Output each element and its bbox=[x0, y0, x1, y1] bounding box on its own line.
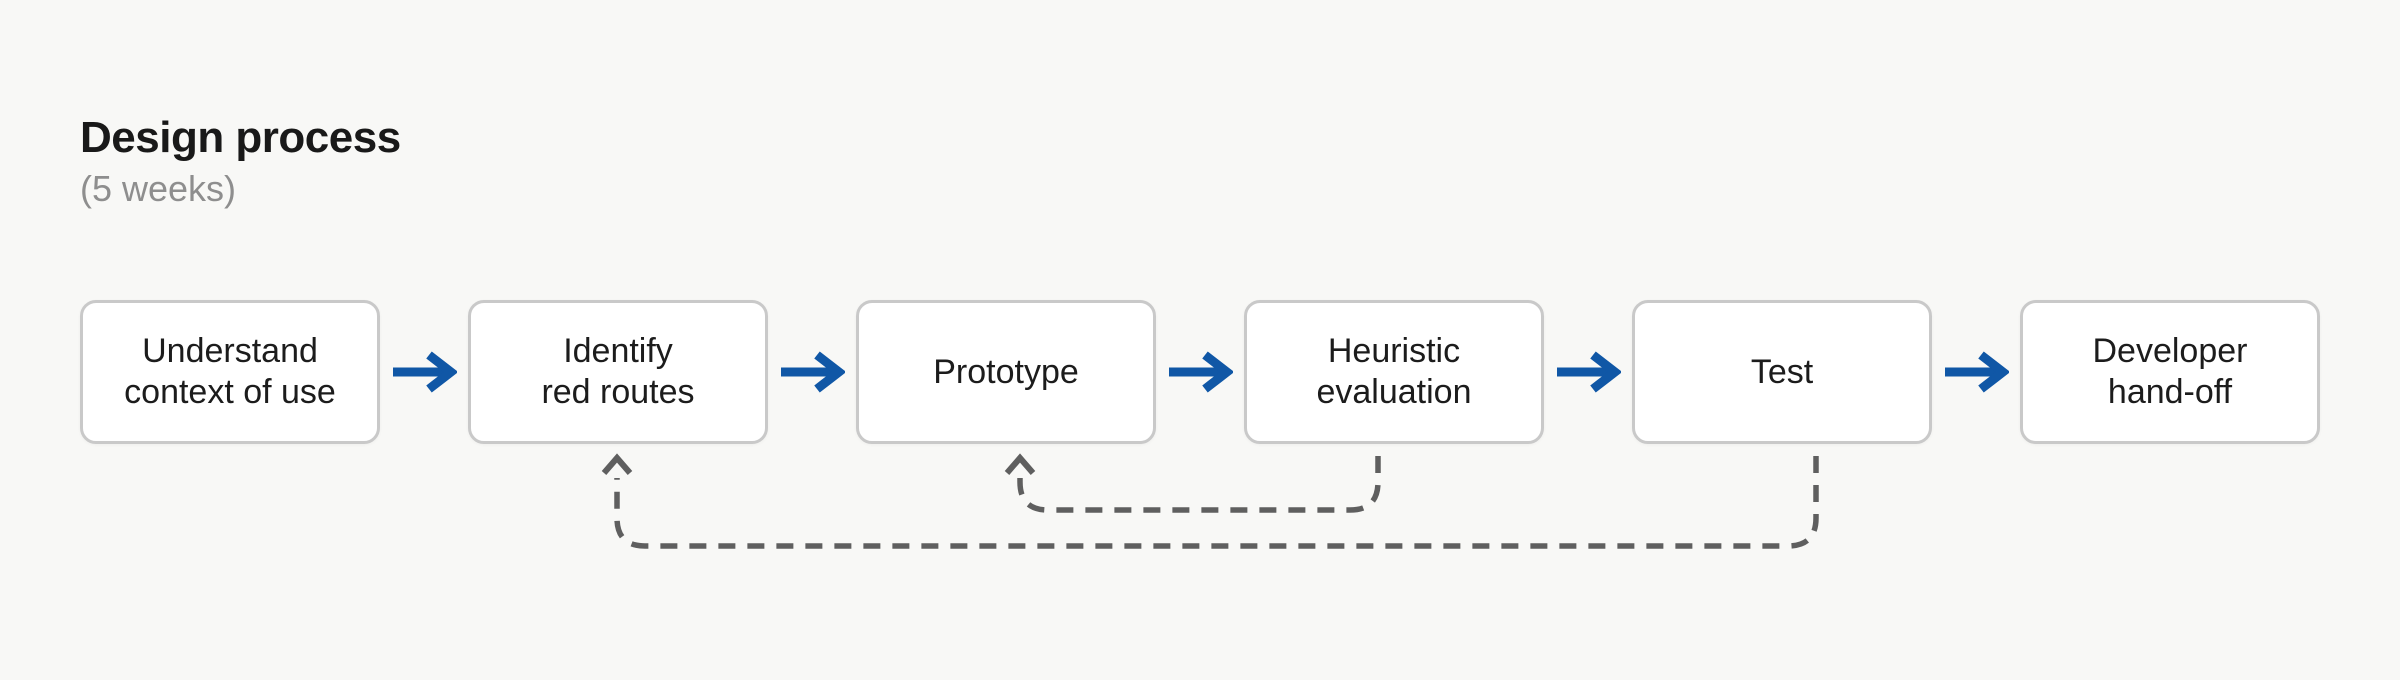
step-label: Developer hand-off bbox=[2092, 332, 2248, 411]
step-understand-context-of-use: Understand context of use bbox=[80, 300, 380, 444]
step-test: Test bbox=[1632, 300, 1932, 444]
right-arrow-icon bbox=[393, 351, 457, 393]
diagram-header: Design process (5 weeks) bbox=[80, 114, 401, 210]
feedback-loop-test-to-identify bbox=[601, 453, 1819, 549]
page-subtitle: (5 weeks) bbox=[80, 168, 237, 209]
up-arrowhead-icon bbox=[1004, 453, 1036, 475]
step-label: Test bbox=[1750, 352, 1814, 391]
flow-arrow-cell bbox=[1544, 300, 1632, 444]
step-heuristic-evaluation: Heuristic evaluation bbox=[1244, 300, 1544, 444]
step-developer-hand-off: Developer hand-off bbox=[2020, 300, 2320, 444]
up-arrowhead-icon bbox=[601, 453, 633, 475]
step-label: Identify red routes bbox=[541, 332, 695, 411]
flow-arrow-cell bbox=[380, 300, 468, 444]
right-arrow-icon bbox=[781, 351, 845, 393]
flow-arrow-cell bbox=[1932, 300, 2020, 444]
right-arrow-icon bbox=[1557, 351, 1621, 393]
step-label: Understand context of use bbox=[124, 332, 336, 411]
step-label: Prototype bbox=[933, 352, 1079, 391]
feedback-loop-heuristic-to-prototype bbox=[1004, 453, 1381, 513]
step-label: Heuristic evaluation bbox=[1316, 332, 1472, 411]
step-prototype: Prototype bbox=[856, 300, 1156, 444]
right-arrow-icon bbox=[1945, 351, 2009, 393]
step-identify-red-routes: Identify red routes bbox=[468, 300, 768, 444]
right-arrow-icon bbox=[1169, 351, 1233, 393]
page-title: Design process bbox=[80, 113, 401, 162]
flow-arrow-cell bbox=[768, 300, 856, 444]
process-flow: Understand context of use Identify red r… bbox=[80, 300, 2320, 444]
flow-arrow-cell bbox=[1156, 300, 1244, 444]
